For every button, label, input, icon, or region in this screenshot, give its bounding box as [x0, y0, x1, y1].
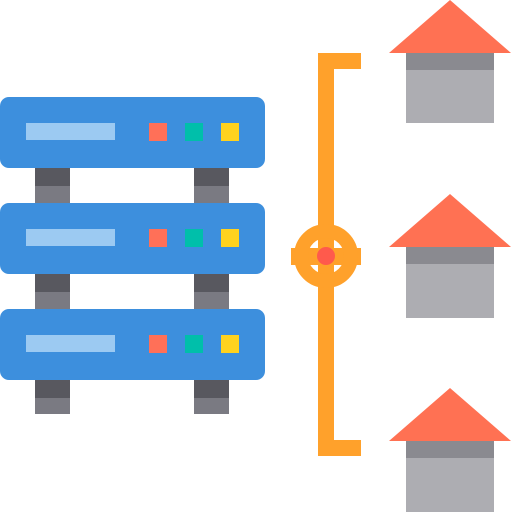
led-indicator-icon — [221, 335, 239, 353]
led-indicator-icon — [149, 123, 167, 141]
house-wall — [406, 457, 494, 512]
house-icon — [389, 194, 511, 318]
house-roof — [389, 194, 511, 247]
house-wall — [406, 69, 494, 123]
server-unit-slot — [26, 229, 115, 246]
network-hub-icon — [291, 53, 361, 456]
server-unit-body — [0, 97, 265, 168]
server-unit-slot — [26, 335, 115, 352]
house-eave — [406, 439, 494, 458]
rack-leg-left-middle — [35, 272, 70, 310]
rack-leg-right-bottom — [194, 378, 229, 414]
server-unit-body — [0, 309, 265, 380]
house-eave — [406, 245, 494, 264]
led-indicator-icon — [221, 123, 239, 141]
house-roof — [389, 0, 511, 53]
rack-leg-left-bottom — [35, 378, 70, 414]
houses — [389, 0, 511, 512]
server-unit-slot — [26, 123, 115, 140]
house-wall — [406, 263, 494, 318]
server-unit-icon — [0, 309, 265, 380]
led-indicator-icon — [149, 229, 167, 247]
rack-leg-right-top — [194, 166, 229, 204]
hub-ring — [294, 224, 358, 288]
house-eave — [406, 51, 494, 70]
server-rack-icon — [0, 97, 265, 414]
house-roof — [389, 388, 511, 441]
house-icon — [389, 388, 511, 512]
house-icon — [389, 0, 511, 123]
led-indicator-icon — [221, 229, 239, 247]
server-unit-icon — [0, 97, 265, 168]
rack-leg-right-middle — [194, 272, 229, 310]
server-unit-icon — [0, 203, 265, 274]
rack-legs — [35, 166, 229, 414]
led-indicator-icon — [149, 335, 167, 353]
led-indicator-icon — [185, 229, 203, 247]
hub-center-dot — [317, 247, 335, 265]
server-unit-body — [0, 203, 265, 274]
led-indicator-icon — [185, 123, 203, 141]
led-indicator-icon — [185, 335, 203, 353]
rack-leg-left-top — [35, 166, 70, 204]
